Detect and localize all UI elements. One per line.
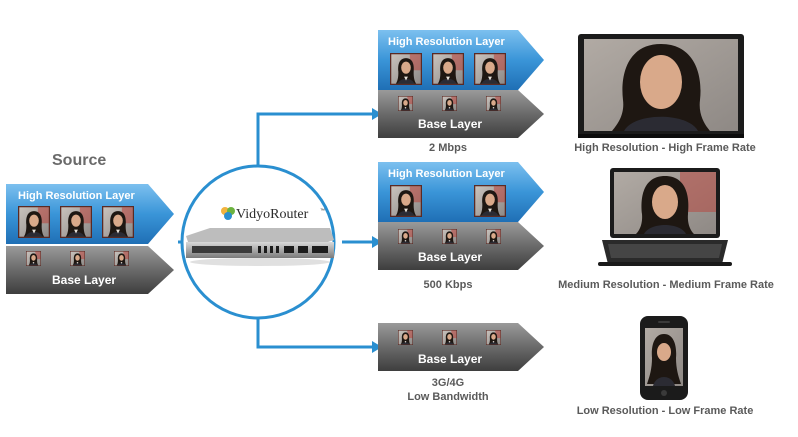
video-thumbnail xyxy=(398,229,413,244)
server-icon xyxy=(186,228,334,266)
stream-3-base-layer: Base Layer xyxy=(378,323,544,371)
stream-3-bandwidth-line2: Low Bandwidth xyxy=(407,391,489,403)
video-thumbnail xyxy=(70,251,85,266)
video-thumbnail xyxy=(474,185,506,217)
smartphone-icon xyxy=(640,316,688,400)
stream-2-bandwidth: 500 Kbps xyxy=(423,279,473,291)
source-high-layer-label: High Resolution Layer xyxy=(18,190,135,202)
router-trademark: ™ xyxy=(320,208,325,214)
stream-3-base-layer-label: Base Layer xyxy=(418,352,482,366)
video-thumbnail xyxy=(486,96,501,111)
video-thumbnail xyxy=(26,251,41,266)
stream-2-high-layer: High Resolution Layer xyxy=(378,162,544,222)
video-thumbnail xyxy=(442,96,457,111)
stream-3-bandwidth-line1: 3G/4G xyxy=(431,377,465,389)
video-thumbnail xyxy=(486,229,501,244)
stream-2-base-layer: Base Layer xyxy=(378,222,544,270)
router-node: VidyoRouter ™ xyxy=(180,164,336,320)
video-thumbnail xyxy=(442,330,457,345)
device-2-caption: Medium Resolution - Medium Frame Rate xyxy=(558,279,774,291)
source-base-layer-label: Base Layer xyxy=(52,273,116,287)
connector-bottom xyxy=(256,312,372,349)
video-thumbnail xyxy=(398,96,413,111)
video-thumbnail xyxy=(60,206,92,238)
video-thumbnail xyxy=(432,53,464,85)
video-thumbnail xyxy=(18,206,51,238)
stream-1-high-layer-label: High Resolution Layer xyxy=(388,36,505,48)
video-thumbnail xyxy=(114,251,129,266)
video-thumbnail xyxy=(474,53,506,85)
device-1-caption: High Resolution - High Frame Rate xyxy=(574,142,756,154)
video-thumbnail xyxy=(486,330,501,345)
source-base-layer: Base Layer xyxy=(6,246,174,294)
video-thumbnail xyxy=(390,53,422,85)
video-thumbnail xyxy=(102,206,134,238)
stream-2-high-layer-label: High Resolution Layer xyxy=(388,168,505,180)
stream-1-bandwidth: 2 Mbps xyxy=(429,142,467,154)
vidyo-logo-icon xyxy=(221,207,235,220)
laptop-icon xyxy=(598,168,732,266)
video-thumbnail xyxy=(398,330,413,345)
device-3-caption: Low Resolution - Low Frame Rate xyxy=(576,405,754,417)
source-high-layer: High Resolution Layer xyxy=(6,184,174,244)
stream-1-high-layer: High Resolution Layer xyxy=(378,30,544,90)
stream-1-base-layer: Base Layer xyxy=(378,90,544,138)
router-brand: VidyoRouter xyxy=(236,207,309,222)
stream-1-base-layer-label: Base Layer xyxy=(418,117,482,131)
stream-2-base-layer-label: Base Layer xyxy=(418,250,482,264)
tv-monitor-icon xyxy=(578,34,744,138)
video-thumbnail xyxy=(390,185,422,217)
connector-top xyxy=(256,112,372,168)
source-title: Source xyxy=(52,152,107,169)
video-thumbnail xyxy=(442,229,457,244)
connector-arrowheads xyxy=(372,108,382,353)
